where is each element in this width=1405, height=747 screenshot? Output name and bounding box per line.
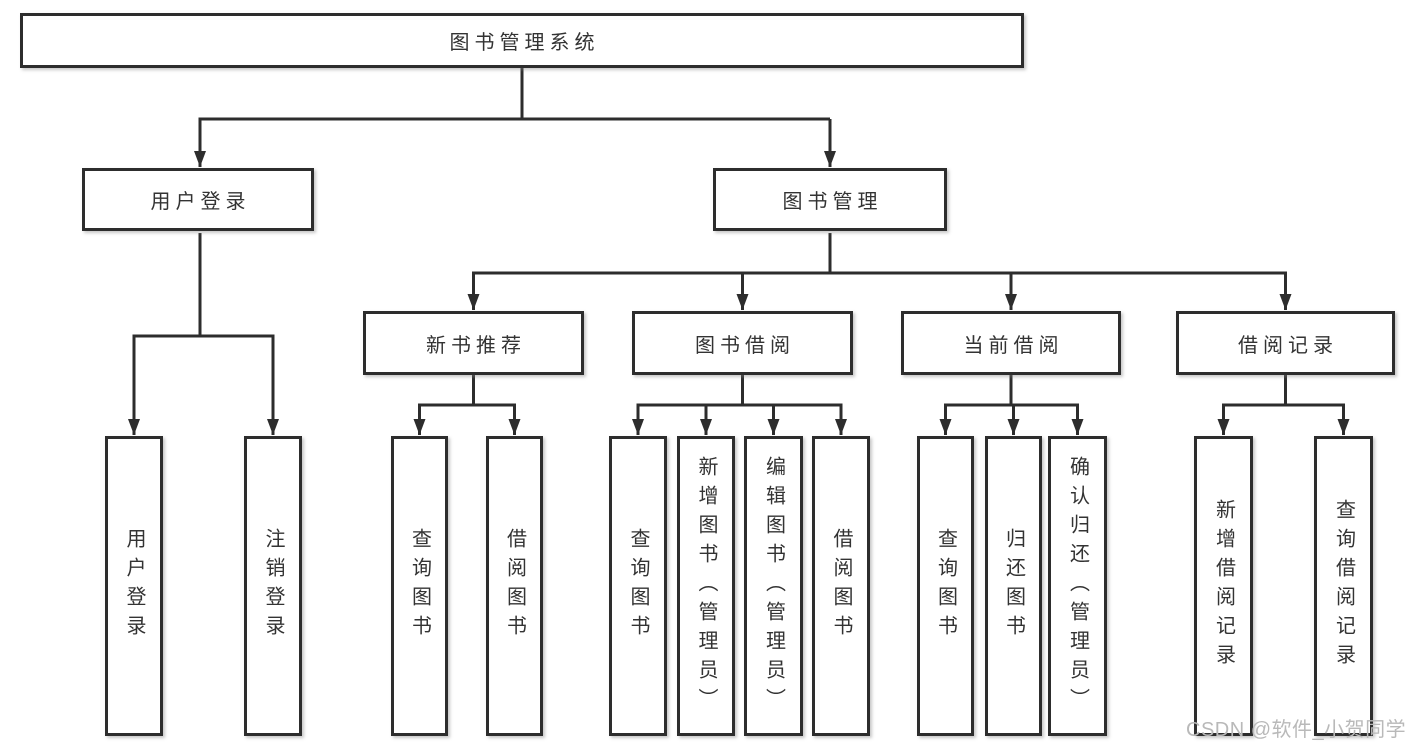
node-label: 当前借阅 [963, 334, 1064, 357]
leaf-query-books-borrow: 查询图书 [609, 436, 667, 736]
node-label: 确认归还（管理员） [1066, 455, 1089, 717]
node-label: 图书借阅 [695, 334, 795, 357]
leaf-query-borrow-record: 查询借阅记录 [1314, 436, 1373, 736]
node-label: 借阅记录 [1238, 334, 1338, 357]
connector-book-borrow-to-children [632, 375, 847, 435]
node-book-borrow: 图书借阅 [632, 311, 853, 375]
leaf-add-borrow-record: 新增借阅记录 [1194, 436, 1253, 736]
node-label: 新增借阅记录 [1212, 499, 1235, 673]
leaf-query-books-recommend: 查询图书 [391, 436, 448, 736]
node-label: 查询图书 [408, 528, 431, 644]
connector-root-to-level2 [194, 68, 836, 167]
node-label: 用户登录 [150, 191, 251, 213]
connector-borrow-records-to-children [1217, 375, 1350, 435]
leaf-add-books-admin: 新增图书（管理员） [677, 436, 735, 736]
connector-current-borrow-to-children [939, 375, 1084, 435]
node-label: 归还图书 [1002, 528, 1025, 644]
node-label: 用户登录 [123, 528, 145, 644]
connector-book-management-to-level3 [467, 233, 1292, 310]
leaf-query-books-current: 查询图书 [917, 436, 974, 736]
csdn-watermark: CSDN @软件_小贺同学 [1186, 719, 1405, 741]
node-label: 借阅图书 [830, 528, 852, 644]
node-user-login: 用户登录 [82, 168, 314, 231]
node-library-management-system: 图书管理系统 [20, 13, 1024, 68]
node-book-management: 图书管理 [713, 168, 947, 231]
node-label: 新增图书（管理员） [695, 455, 717, 717]
node-label: 编辑图书（管理员） [762, 455, 785, 717]
leaf-confirm-return-admin: 确认归还（管理员） [1048, 436, 1107, 736]
leaf-logout: 注销登录 [244, 436, 302, 736]
connector-user-login-to-children [128, 233, 279, 435]
node-label: 新书推荐 [426, 334, 526, 357]
node-label: 查询借阅记录 [1332, 499, 1355, 673]
node-borrow-records: 借阅记录 [1176, 311, 1395, 375]
node-current-borrow: 当前借阅 [901, 311, 1121, 375]
node-label: 注销登录 [262, 528, 284, 644]
leaf-user-login: 用户登录 [105, 436, 163, 736]
connector-new-book-recommend-to-children [413, 375, 521, 435]
node-label: 图书管理 [782, 191, 883, 213]
leaf-edit-books-admin: 编辑图书（管理员） [744, 436, 803, 736]
node-new-book-recommend: 新书推荐 [363, 311, 584, 375]
node-label: 图书管理系统 [449, 32, 600, 54]
node-label: 查询图书 [627, 528, 649, 644]
leaf-return-books: 归还图书 [985, 436, 1042, 736]
leaf-borrow-books: 借阅图书 [812, 436, 870, 736]
node-label: 借阅图书 [503, 528, 526, 644]
leaf-borrow-books-recommend: 借阅图书 [486, 436, 543, 736]
node-label: 查询图书 [934, 528, 957, 644]
